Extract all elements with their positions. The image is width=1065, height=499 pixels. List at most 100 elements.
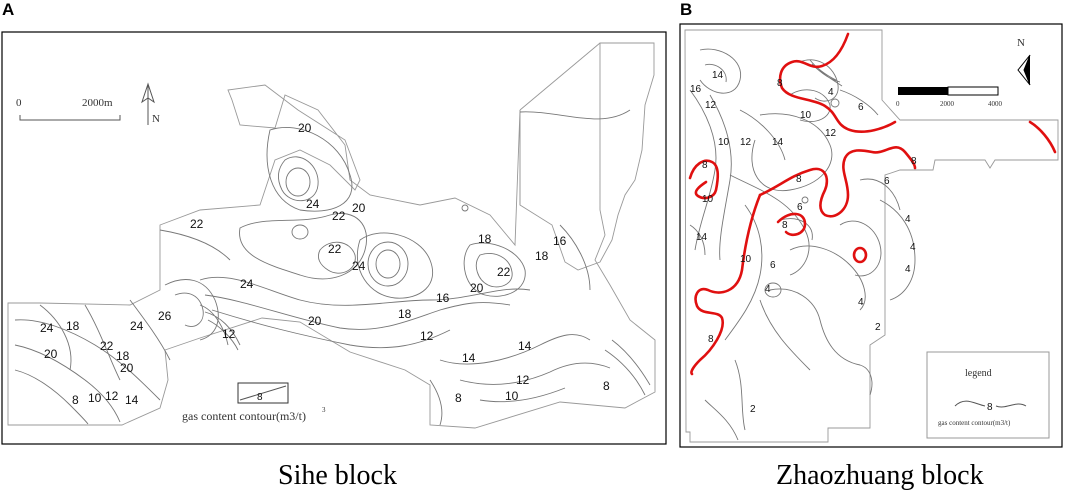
contour-label: 22 [332, 209, 346, 223]
contour-label: 12 [740, 137, 752, 148]
zhaozhuang-highlight-contours [688, 32, 1057, 376]
panel-a-legend: 8 gas content contour(m3/t) 3 [182, 382, 326, 423]
contour-label: 18 [535, 249, 549, 263]
panel-a-letter: A [2, 0, 15, 19]
contour-label: 22 [328, 242, 342, 256]
legend-sample: 8 [257, 392, 263, 403]
contour-label: 16 [690, 84, 702, 95]
contour-label: 10 [88, 391, 102, 405]
contour-label: 10 [800, 110, 812, 121]
scale-start: 0 [16, 97, 22, 109]
contour-label: 4 [828, 87, 834, 98]
contour-label: 14 [712, 70, 724, 81]
contour-label: 18 [66, 319, 80, 333]
contour-label: 12 [222, 327, 236, 341]
panel-a-scale-bar: 0 2000m [16, 97, 121, 121]
contour-label: 12 [705, 100, 717, 111]
north-label: N [152, 113, 160, 125]
contour-label: 12 [420, 329, 434, 343]
contour-label: 6 [797, 202, 803, 213]
contour-label: 12 [516, 373, 530, 387]
contour-label: 6 [858, 102, 864, 113]
scale-tick: 0 [896, 100, 900, 108]
contour-label: 6 [884, 176, 890, 187]
contour-label: 20 [44, 347, 58, 361]
contour-label: 18 [478, 232, 492, 246]
panel-a-frame [1, 31, 667, 445]
contour-label: 20 [352, 201, 366, 215]
scale-tick: 2000 [940, 100, 955, 108]
legend-unit-superscript: 3 [322, 406, 326, 414]
panel-b-north-arrow-icon: N [1017, 37, 1031, 86]
contour-label: 22 [497, 265, 511, 279]
panel-a-north-arrow-icon: N [141, 82, 160, 125]
contour-label: 8 [603, 379, 610, 393]
zhaozhuang-boundary [684, 29, 1059, 443]
contour-label: 22 [100, 339, 114, 353]
zhaozhuang-contour-labels: 16 14 12 10 12 8 4 6 10 12 14 8 8 10 6 8… [690, 70, 917, 415]
contour-label: 4 [858, 297, 864, 308]
sihe-contours [14, 109, 651, 426]
contour-label: 20 [470, 281, 484, 295]
contour-label: 12 [825, 128, 837, 139]
panel-b-frame [679, 23, 1063, 448]
contour-label: 24 [306, 197, 320, 211]
contour-label: 2 [875, 322, 881, 333]
legend-text: gas content contour(m3/t) [182, 409, 306, 423]
contour-label: 14 [518, 339, 532, 353]
panel-a-map: 20 24 22 20 22 22 24 18 16 22 24 20 18 2… [1, 31, 667, 445]
sihe-contour-labels: 20 24 22 20 22 22 24 18 16 22 24 20 18 2… [40, 121, 610, 407]
zhaozhuang-contours [689, 48, 916, 441]
panel-b-letter: B [680, 0, 693, 19]
north-label: N [1017, 37, 1025, 49]
contour-label: 8 [777, 78, 783, 89]
contour-label: 26 [158, 309, 172, 323]
contour-label: 10 [740, 254, 752, 265]
panel-b-scale-bar: 0 2000 4000 [896, 86, 1003, 108]
contour-label: 8 [72, 393, 79, 407]
contour-label: 22 [190, 217, 204, 231]
contour-label: 10 [702, 194, 714, 205]
contour-label: 24 [130, 319, 144, 333]
scale-tick: 4000 [988, 100, 1003, 108]
contour-label: 20 [308, 314, 322, 328]
sihe-boundary-east [519, 42, 601, 205]
contour-label: 24 [352, 259, 366, 273]
legend-sample: 8 [987, 402, 993, 413]
contour-label: 8 [708, 334, 714, 345]
legend-text: gas content contour(m3/t) [938, 419, 1011, 427]
contour-label: 10 [718, 137, 730, 148]
contour-label: 24 [240, 277, 254, 291]
contour-label: 12 [105, 389, 119, 403]
contour-label: 18 [398, 307, 412, 321]
contour-label: 24 [40, 321, 54, 335]
contour-label: 10 [505, 389, 519, 403]
scale-end: 2000m [82, 97, 113, 109]
panel-b-map: 16 14 12 10 12 8 4 6 10 12 14 8 8 10 6 8… [679, 23, 1063, 448]
contour-label: 14 [462, 351, 476, 365]
contour-label: 20 [298, 121, 312, 135]
contour-label: 8 [782, 220, 788, 231]
legend-title: legend [965, 368, 992, 379]
contour-label: 6 [770, 260, 776, 271]
contour-label: 8 [796, 174, 802, 185]
contour-label: 4 [905, 264, 911, 275]
contour-label: 20 [120, 361, 134, 375]
contour-label: 4 [765, 284, 771, 295]
contour-label: 14 [772, 137, 784, 148]
contour-label: 8 [702, 160, 708, 171]
panel-b-caption: Zhaozhuang block [776, 460, 984, 491]
contour-label: 8 [911, 156, 917, 167]
contour-label: 16 [553, 234, 567, 248]
sihe-boundary [7, 42, 656, 429]
contour-label: 4 [905, 214, 911, 225]
panel-b-legend: legend 8 gas content contour(m3/t) [926, 351, 1050, 439]
contour-label: 2 [750, 404, 756, 415]
contour-label: 14 [125, 393, 139, 407]
contour-label: 14 [696, 232, 708, 243]
panel-a-caption: Sihe block [278, 460, 397, 491]
contour-label: 4 [910, 242, 916, 253]
contour-label: 18 [116, 349, 130, 363]
contour-label: 16 [436, 291, 450, 305]
